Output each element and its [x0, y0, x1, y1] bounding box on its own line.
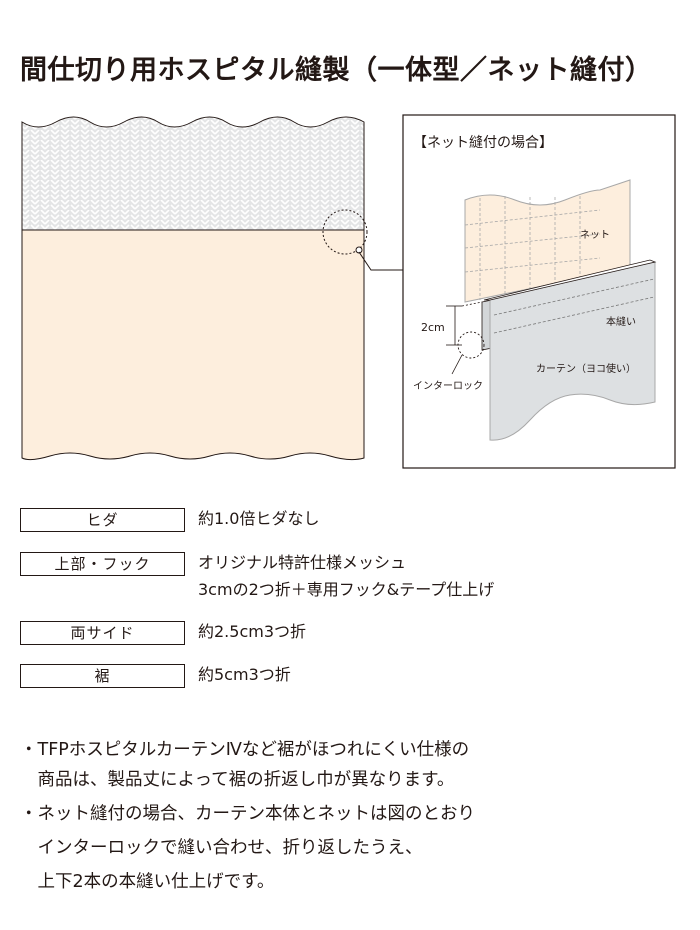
leader-line [358, 251, 403, 271]
net-panel [464, 179, 631, 303]
label-dimension: 2cm [421, 321, 445, 334]
net-grid [464, 196, 601, 300]
spec-label: 上部・フック [20, 552, 185, 576]
interlock-leader [451, 354, 463, 375]
net-detail-box: 【ネット縫付の場合】 ネット 本縫い カーテン（ヨコ使い） 2c [402, 114, 676, 469]
spec-label: 裾 [20, 664, 185, 688]
note-line: ・ネット縫付の場合、カーテン本体とネットは図のとおり [20, 804, 475, 824]
page-title: 間仕切り用ホスピタル縫製（一体型／ネット縫付） [20, 55, 653, 86]
spec-value: 約2.5cm3つ折 [198, 622, 307, 641]
curtain-illustration: 【ネット縫付の場合】 ネット 本縫い カーテン（ヨコ使い） 2c [21, 114, 676, 469]
curtain-panel [489, 261, 656, 441]
curtain-main-figure [21, 116, 403, 461]
curtain-top-fold [483, 259, 657, 301]
note-line: ・TFPホスピタルカーテンⅣなど裾がほつれにくい仕様の [20, 740, 470, 760]
dimension-marker [446, 301, 483, 346]
note-line: 商品は、製品丈によって裾の折返し巾が異なります。 [20, 770, 455, 790]
label-net: ネット [580, 229, 610, 241]
spec-value-line2: 3cmの2つ折＋専用フック&テープ仕上げ [198, 580, 495, 599]
label-stitch: 本縫い [606, 315, 636, 328]
stitch-line-upper [493, 278, 655, 316]
spec-label: ヒダ [20, 508, 185, 532]
label-interlock: インターロック [413, 380, 483, 392]
spec-value: 約1.0倍ヒダなし [198, 509, 320, 528]
note-line: 上下2本の本縫い仕上げです。 [20, 872, 275, 892]
curtain-mesh-top [21, 116, 365, 231]
interlock-circle [457, 331, 485, 359]
spec-value: オリジナル特許仕様メッシュ [198, 553, 407, 572]
detail-dot [355, 246, 363, 254]
stitch-line-lower [493, 296, 655, 334]
spec-value: 約5cm3つ折 [198, 665, 291, 684]
note-line: インターロックで縫い合わせ、折り返したうえ、 [20, 838, 423, 858]
spec-label: 両サイド [20, 621, 185, 645]
curtain-fabric-body [21, 229, 365, 461]
label-curtain: カーテン（ヨコ使い） [536, 362, 636, 375]
detail-heading: 【ネット縫付の場合】 [413, 135, 553, 151]
detail-highlight-circle [322, 209, 368, 255]
